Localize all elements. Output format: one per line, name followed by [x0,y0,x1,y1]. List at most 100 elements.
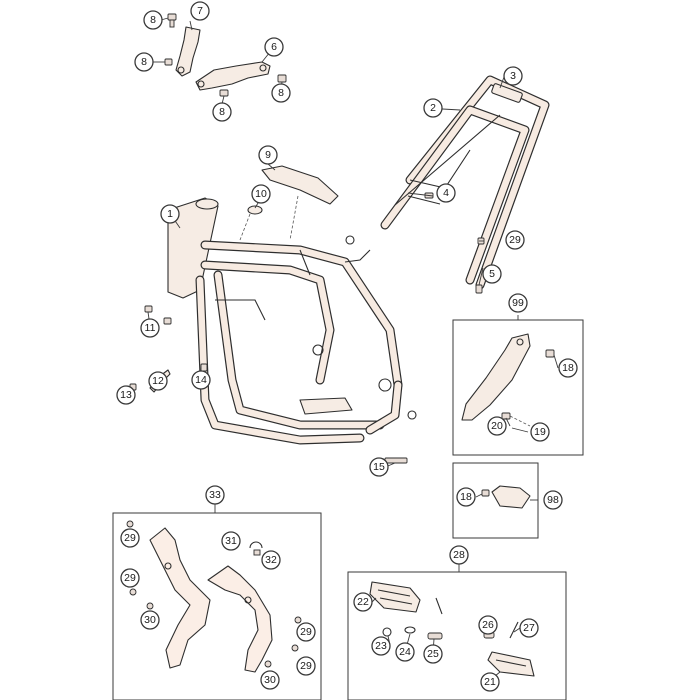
svg-text:27: 27 [523,622,535,634]
callout-32: 32 [261,550,281,570]
svg-text:8: 8 [150,14,156,26]
callout-12: 12 [148,371,168,391]
svg-text:8: 8 [219,106,225,118]
svg-text:9: 9 [265,149,271,161]
callout-8-right: 8 [271,83,291,103]
svg-text:28: 28 [453,549,465,561]
svg-text:22: 22 [357,596,369,608]
svg-text:29: 29 [509,234,521,246]
group-box-98 [452,462,539,539]
svg-text:11: 11 [145,322,156,334]
bolts-8 [164,13,287,97]
callout-29-right-bottom: 29 [296,656,316,676]
svg-text:29: 29 [300,626,312,638]
bushing-10 [247,205,263,215]
svg-text:8: 8 [141,56,147,68]
svg-text:30: 30 [144,614,156,626]
small-parts-left [129,305,408,464]
callout-21: 21 [480,672,500,692]
callout-23: 23 [371,636,391,656]
svg-text:2: 2 [430,102,436,114]
svg-text:18: 18 [562,362,574,374]
callout-22: 22 [353,592,373,612]
svg-text:31: 31 [225,535,237,547]
svg-text:14: 14 [195,374,207,386]
callout-8-bottom: 8 [212,102,232,122]
callout-30-left: 30 [140,610,160,630]
callout-7: 7 [190,1,210,21]
callout-31: 31 [221,531,241,551]
callout-19: 19 [530,422,550,442]
callout-5: 5 [482,264,502,284]
svg-text:8: 8 [278,87,284,99]
svg-text:7: 7 [197,5,203,17]
callout-4: 4 [436,183,456,203]
callout-18-stand: 18 [558,358,578,378]
callout-29-right-top: 29 [296,622,316,642]
callout-1: 1 [160,204,180,224]
bracket-7-part [175,26,201,77]
svg-text:20: 20 [491,420,503,432]
sidestand-part [461,333,555,427]
callout-20: 20 [487,416,507,436]
svg-text:29: 29 [124,572,136,584]
footrests-part [369,581,535,677]
svg-text:13: 13 [120,389,132,401]
callout-14: 14 [191,370,211,390]
group-box-33 [112,512,322,700]
callout-26: 26 [478,615,498,635]
svg-text:12: 12 [152,375,164,387]
svg-text:5: 5 [489,268,495,280]
svg-text:19: 19 [534,426,546,438]
callout-6: 6 [264,37,284,57]
svg-text:29: 29 [300,660,312,672]
callout-11: 11 [140,318,160,338]
callout-24: 24 [395,642,415,662]
svg-text:1: 1 [167,208,173,220]
callout-28: 28 [449,545,469,565]
callout-99: 99 [508,293,528,313]
callout-98: 98 [543,490,563,510]
svg-text:15: 15 [373,461,385,473]
svg-text:26: 26 [482,619,494,631]
svg-text:32: 32 [265,554,277,566]
bolt-5 [475,284,483,294]
svg-text:30: 30 [264,674,276,686]
svg-text:33: 33 [209,489,221,501]
svg-text:29: 29 [124,532,136,544]
callout-10: 10 [251,184,271,204]
callout-2: 2 [423,98,443,118]
callout-3: 3 [503,66,523,86]
callout-34: 29 [505,230,525,250]
svg-text:4: 4 [443,187,449,199]
svg-text:18: 18 [460,491,472,503]
callout-13: 13 [116,385,136,405]
callout-29-top: 29 [120,528,140,548]
bracket-9-part [261,165,339,241]
svg-text:3: 3 [510,70,516,82]
svg-text:99: 99 [512,297,524,309]
callout-18-slider: 18 [456,487,476,507]
group-box-28 [347,571,567,700]
callout-33: 33 [205,485,225,505]
svg-text:10: 10 [255,188,267,200]
frame-part [167,197,417,445]
callout-8-left: 8 [134,52,154,72]
svg-text:25: 25 [427,648,439,660]
subframe-part [380,75,550,290]
svg-text:6: 6 [271,41,277,53]
svg-text:98: 98 [547,494,559,506]
callout-27: 27 [519,618,539,638]
svg-text:24: 24 [399,646,411,658]
callout-30-right: 30 [260,670,280,690]
callout-15: 15 [369,457,389,477]
callout-9: 9 [258,145,278,165]
svg-text:21: 21 [484,676,496,688]
callout-8-top-left: 8 [143,10,163,30]
chain-slider-part [481,485,531,509]
callout-29-mid: 29 [120,568,140,588]
frame-protectors-part [126,520,302,673]
callout-25: 25 [423,644,443,664]
